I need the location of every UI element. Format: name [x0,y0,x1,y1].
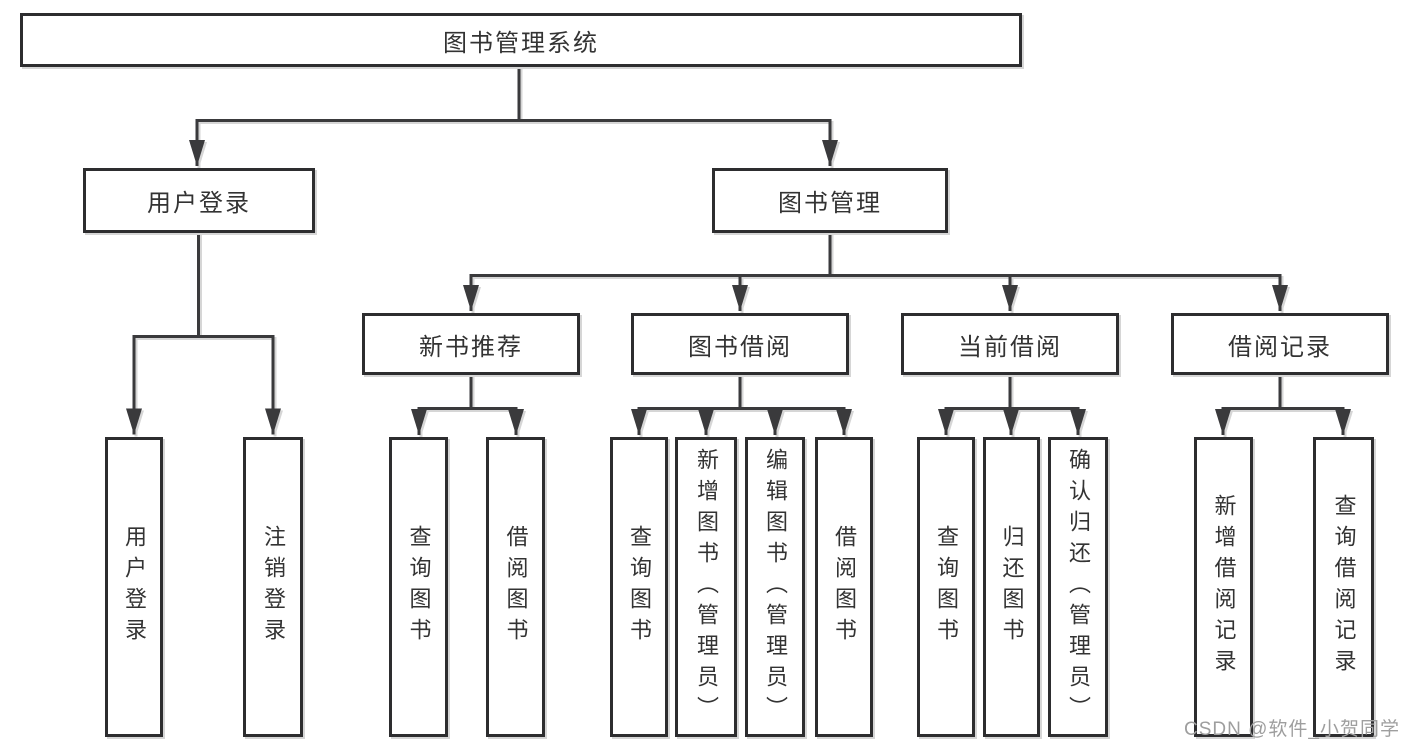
node-return-books: 归还图书 [983,437,1040,737]
node-add-borrow-record: 新增借阅记录 [1194,437,1253,737]
watermark: CSDN @软件_小贺同学 [1184,719,1400,740]
leaf-label: 注销登录 [261,525,286,649]
node-confirm-return-admin: 确认归还（管理员） [1048,437,1108,737]
node-borrow-records: 借阅记录 [1171,313,1389,375]
node-root-system: 图书管理系统 [20,13,1022,67]
node-query-books-borrow: 查询图书 [610,437,668,737]
leaf-label: 借阅图书 [832,525,857,649]
node-new-book-recommend: 新书推荐 [362,313,580,375]
node-edit-books-admin: 编辑图书（管理员） [745,437,805,737]
node-query-books-current: 查询图书 [917,437,975,737]
node-book-borrow: 图书借阅 [631,313,849,375]
node-book-management: 图书管理 [712,168,948,233]
leaf-label: 编辑图书（管理员） [763,447,788,727]
leaf-label: 确认归还（管理员） [1066,447,1091,727]
leaf-label: 借阅图书 [503,525,529,649]
node-borrow-books-recommend: 借阅图书 [486,437,545,737]
node-borrow-books-leaf: 借阅图书 [815,437,873,737]
leaf-label: 归还图书 [999,525,1025,649]
leaf-label: 用户登录 [122,525,147,649]
node-user-login-leaf: 用户登录 [105,437,163,737]
leaf-label: 新增借阅记录 [1211,494,1237,680]
node-query-borrow-record: 查询借阅记录 [1313,437,1374,737]
leaf-label: 查询图书 [406,525,432,649]
leaf-label: 新增图书（管理员） [694,447,719,727]
leaf-label: 查询图书 [934,525,959,649]
leaf-label: 查询图书 [627,525,652,649]
leaf-label: 查询借阅记录 [1331,494,1357,680]
node-current-borrow: 当前借阅 [901,313,1119,375]
node-user-login: 用户登录 [83,168,315,233]
node-query-books-recommend: 查询图书 [389,437,448,737]
node-add-books-admin: 新增图书（管理员） [675,437,737,737]
node-logout-leaf: 注销登录 [243,437,303,737]
connector-group [126,67,1351,435]
